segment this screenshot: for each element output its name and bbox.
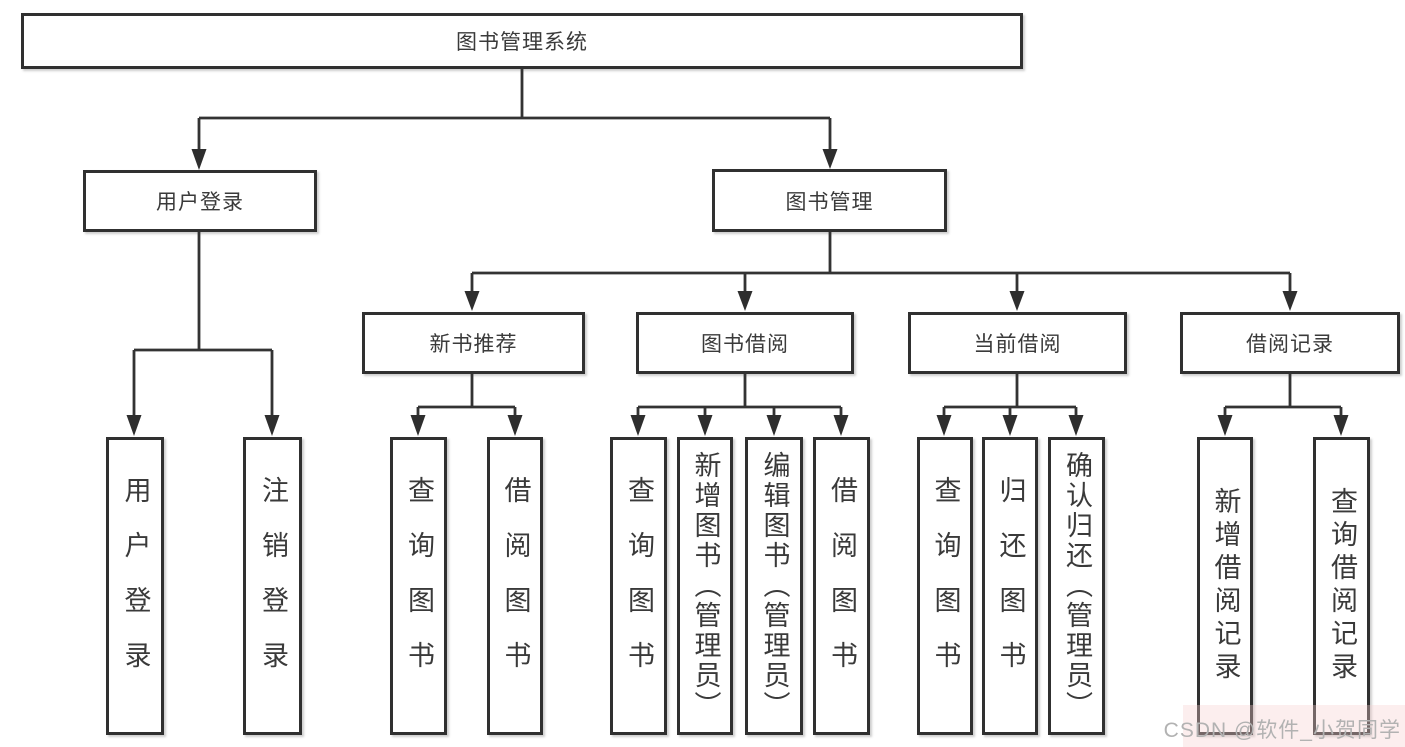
connector-book-mgmt-group [470,232,1292,292]
node-leaf-query-book-borrow: 查询图书 [610,437,667,735]
node-leaf-add-borrow-record: 新增借阅记录 [1197,437,1253,735]
node-label: 查询借阅记录 [1327,487,1357,685]
node-leaf-query-book-current: 查询图书 [917,437,973,735]
node-leaf-query-borrow-record: 查询借阅记录 [1313,437,1370,735]
node-label: 借阅图书 [500,476,531,696]
node-new-book-recommend: 新书推荐 [362,312,585,374]
node-label: 图书借阅 [701,333,789,356]
node-library-system: 图书管理系统 [21,13,1023,69]
node-label: 新增借阅记录 [1210,487,1241,685]
node-user-login: 用户登录 [83,170,317,232]
node-current-borrow: 当前借阅 [908,312,1127,374]
connector-user-login-group [132,232,274,416]
node-label: 用户登录 [120,476,151,696]
node-leaf-edit-book-admin: 编辑图书（管理员） [745,437,803,735]
node-label: 借阅图书 [827,476,857,696]
connector-book-borrow-group [636,374,843,417]
node-leaf-borrow-book-recommend: 借阅图书 [487,437,543,735]
node-label: 查询图书 [930,476,961,696]
node-label: 新增图书（管理员） [690,451,721,721]
watermark-tint [1183,705,1405,747]
connector-borrow-record-group [1223,374,1343,417]
node-label: 注销登录 [258,476,288,696]
connector-root-to-level2 [197,69,832,150]
node-label: 新书推荐 [429,333,518,356]
node-leaf-borrow-book: 借阅图书 [813,437,870,735]
node-label: 当前借阅 [973,333,1062,356]
node-label: 图书管理 [785,190,874,214]
node-borrow-records: 借阅记录 [1180,312,1400,374]
node-leaf-user-login: 用户登录 [106,437,164,735]
node-label: 编辑图书（管理员） [759,451,790,721]
node-label: 查询图书 [624,476,654,696]
node-leaf-return-book: 归还图书 [982,437,1038,735]
node-label: 借阅记录 [1246,333,1334,356]
node-leaf-confirm-return-admin: 确认归还（管理员） [1048,437,1105,735]
node-book-management: 图书管理 [712,169,947,232]
node-label: 图书管理系统 [456,31,588,54]
node-label: 归还图书 [995,476,1026,696]
node-label: 用户登录 [156,191,244,214]
node-label: 查询图书 [404,476,434,696]
csdn-watermark: CSDN @软件_小贺同学 [1163,719,1401,742]
node-leaf-add-book-admin: 新增图书（管理员） [677,437,733,735]
node-book-borrow: 图书借阅 [636,312,854,374]
node-leaf-logout: 注销登录 [243,437,302,735]
node-leaf-query-book-recommend: 查询图书 [390,437,447,735]
node-label: 确认归还（管理员） [1062,451,1092,721]
connector-new-book-group [416,374,517,417]
arrowheads [126,149,1349,436]
connector-current-borrow-group [942,374,1078,417]
